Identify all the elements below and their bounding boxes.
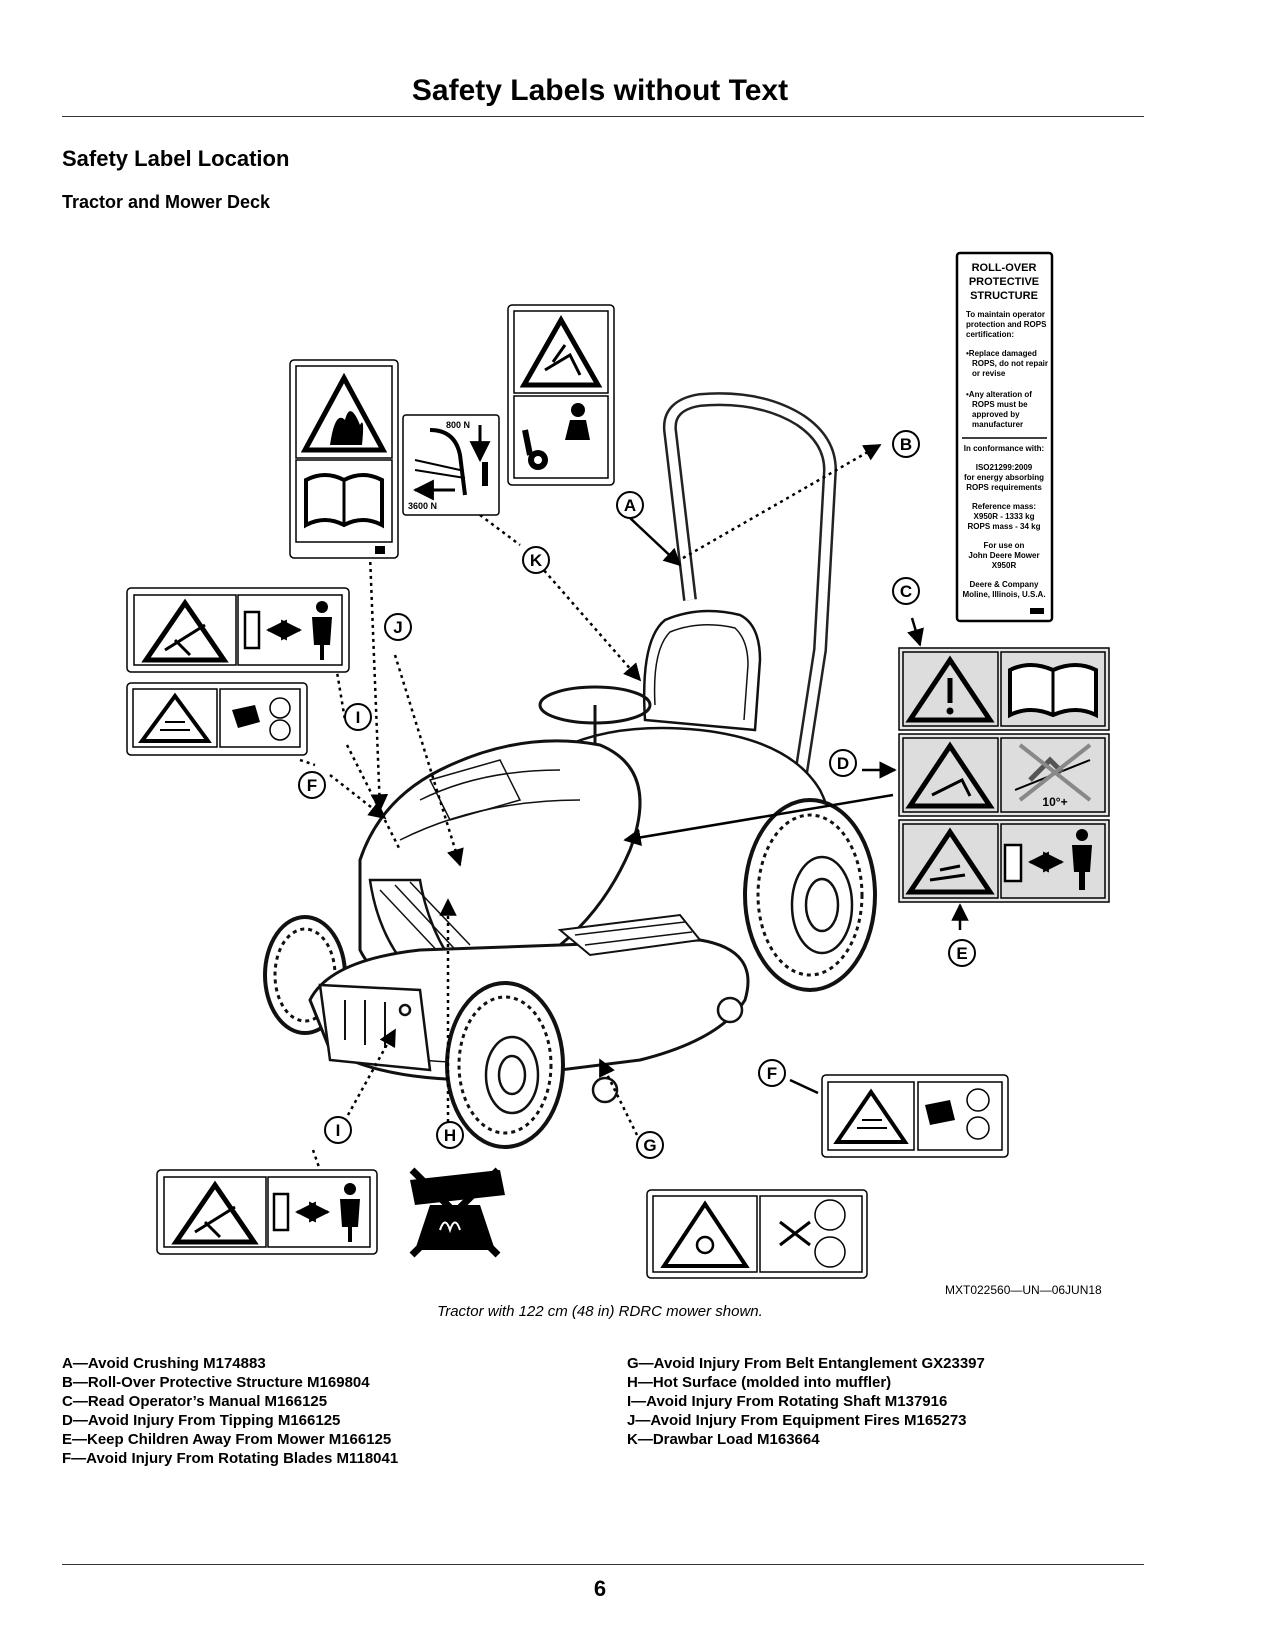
svg-text:E: E [956, 944, 967, 963]
svg-text:F: F [307, 776, 317, 795]
label-a-crushing [507, 304, 615, 486]
legend-item: H—Hot Surface (molded into muffler) [627, 1374, 892, 1391]
label-k-drawbar: 800 N 3600 N [402, 414, 500, 516]
rops-line: ROPS, do not repair [972, 359, 1048, 368]
svg-text:A: A [624, 496, 636, 515]
rops-line: certification: [966, 330, 1014, 339]
svg-text:K: K [530, 551, 543, 570]
drawbar-vertical-force: 800 N [446, 420, 470, 430]
svg-text:I: I [356, 708, 361, 727]
callout-k: K [522, 546, 550, 574]
callout-h: H [436, 1121, 464, 1149]
callout-c: C [892, 577, 920, 605]
legend-right: G—Avoid Injury From Belt Entanglement GX… [627, 1354, 985, 1449]
svg-text:H: H [444, 1126, 456, 1145]
rops-line: John Deere Mower [968, 551, 1039, 560]
figure-caption: Tractor with 122 cm (48 in) RDRC mower s… [437, 1303, 763, 1320]
rops-line: ROPS requirements [966, 483, 1042, 492]
legend-item: C—Read Operator’s Manual M166125 [62, 1393, 328, 1410]
callout-f-lower: F [758, 1059, 786, 1087]
legend-item: E—Keep Children Away From Mower M166125 [62, 1431, 392, 1448]
label-j-fire-manual [289, 359, 399, 559]
svg-text:J: J [393, 618, 402, 637]
callout-f-upper: F [298, 771, 326, 799]
rops-line: •Replace damaged [966, 349, 1037, 358]
label-h-hot-surface [409, 1167, 505, 1258]
rops-line: protection and ROPS [966, 320, 1047, 329]
legend-item: A—Avoid Crushing M174883 [62, 1355, 266, 1372]
rops-line: For use on [984, 541, 1025, 550]
svg-text:C: C [900, 582, 912, 601]
label-f-rotating-blades-upper [126, 682, 308, 756]
callout-i-lower: I [324, 1116, 352, 1144]
legend-item: F—Avoid Injury From Rotating Blades M118… [62, 1450, 399, 1467]
legend-left: A—Avoid Crushing M174883 B—Roll-Over Pro… [62, 1354, 398, 1468]
rops-line: Deere & Company [970, 580, 1039, 589]
legend-item: K—Drawbar Load M163664 [627, 1431, 820, 1448]
rops-line: approved by [972, 410, 1020, 419]
label-b-rops: ROLL-OVER PROTECTIVE STRUCTURE To mainta… [955, 251, 1054, 623]
page-number: 6 [593, 1576, 607, 1601]
legend-item: B—Roll-Over Protective Structure M169804 [62, 1374, 370, 1391]
rops-line: In conformance with: [964, 444, 1044, 453]
svg-text:I: I [336, 1121, 341, 1140]
rops-line: ROPS must be [972, 400, 1028, 409]
page-title: Safety Labels without Text [411, 74, 789, 107]
rops-line: STRUCTURE [970, 290, 1038, 302]
rops-line: Reference mass: [972, 502, 1036, 511]
label-d-tipping: 10°+ [898, 733, 1110, 817]
footer-rule [62, 1564, 1144, 1565]
rops-line: ROLL-OVER [972, 262, 1037, 274]
callout-j: J [384, 613, 412, 641]
header-rule [62, 116, 1144, 117]
svg-text:G: G [643, 1136, 656, 1155]
sub-heading: Tractor and Mower Deck [62, 192, 271, 212]
rops-line: PROTECTIVE [969, 276, 1039, 288]
label-i-rotating-shaft-lower [156, 1169, 378, 1255]
callout-a: A [616, 491, 644, 519]
svg-text:B: B [900, 435, 912, 454]
label-g-belt-entanglement [646, 1189, 868, 1279]
label-e-keep-children-away [898, 819, 1110, 903]
tractor-illustration [263, 392, 877, 1149]
rops-line: Moline, Illinois, U.S.A. [962, 590, 1045, 599]
callout-e: E [948, 939, 976, 967]
legend-item: I—Avoid Injury From Rotating Shaft M1379… [627, 1393, 948, 1410]
drawbar-horizontal-force: 3600 N [408, 501, 437, 511]
rops-line: X950R - 1333 kg [974, 512, 1035, 521]
rops-line: ISO21299:2009 [976, 463, 1033, 472]
callout-g: G [636, 1131, 664, 1159]
rops-line: •Any alteration of [966, 390, 1032, 399]
section-heading: Safety Label Location [62, 146, 290, 171]
figure-id: MXT022560—UN—06JUN18 [945, 1283, 1102, 1297]
rops-line: or revise [972, 369, 1006, 378]
legend-item: J—Avoid Injury From Equipment Fires M165… [627, 1412, 967, 1429]
callout-d: D [829, 749, 857, 777]
rops-line: for energy absorbing [964, 473, 1044, 482]
legend-item: G—Avoid Injury From Belt Entanglement GX… [627, 1355, 985, 1372]
svg-text:D: D [837, 754, 849, 773]
leader-lines [299, 443, 969, 1171]
callout-b: B [892, 430, 920, 458]
rops-line: ROPS mass - 34 kg [968, 522, 1041, 531]
svg-text:F: F [767, 1064, 777, 1083]
legend-item: D—Avoid Injury From Tipping M166125 [62, 1412, 341, 1429]
rops-line: manufacturer [972, 420, 1023, 429]
rops-line: X950R [992, 561, 1017, 570]
tipping-angle: 10°+ [1042, 795, 1067, 809]
label-c-read-manual [898, 647, 1110, 731]
label-i-rotating-shaft-upper [126, 587, 350, 673]
label-f-rotating-blades-lower [821, 1074, 1009, 1158]
safety-label-figure: 800 N 3600 N ROLL-OVER PROTECTIVE STRUCT… [126, 251, 1110, 1279]
callout-i-upper: I [344, 703, 372, 731]
rops-line: To maintain operator [966, 310, 1045, 319]
